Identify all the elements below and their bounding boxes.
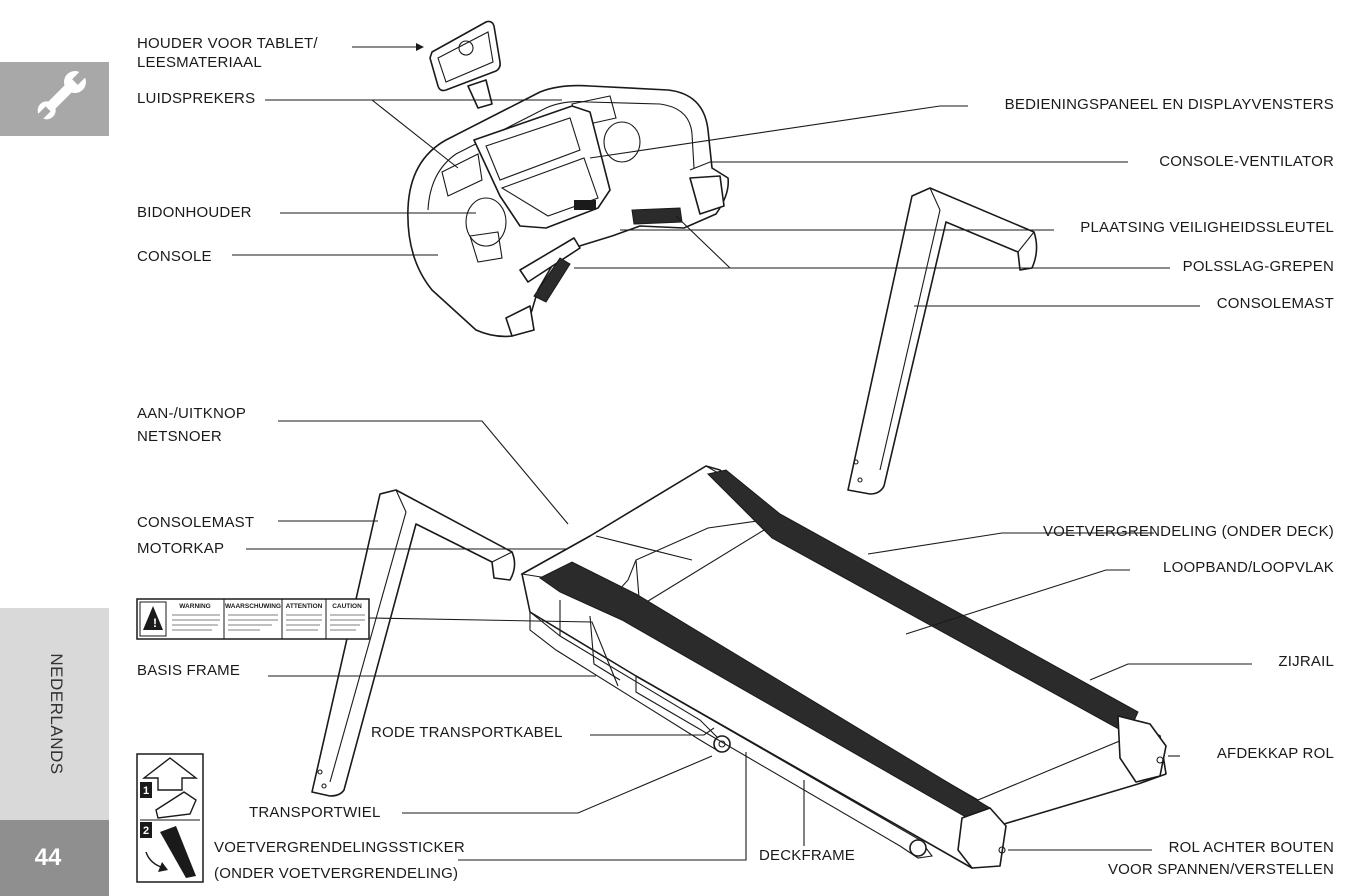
page-number-tab — [0, 820, 109, 896]
label-power-cord: NETSNOER — [137, 428, 222, 445]
label-rear-roller-line2: VOOR SPANNEN/VERSTELLEN — [1108, 861, 1334, 878]
label-side-rail: ZIJRAIL — [1278, 653, 1334, 670]
label-transport-wheel: TRANSPORTWIEL — [249, 804, 381, 821]
label-roller-cover: AFDEKKAP ROL — [1217, 745, 1334, 762]
section-tab — [0, 62, 109, 136]
label-red-transport-cable: RODE TRANSPORTKABEL — [371, 724, 563, 741]
label-safety-key: PLAATSING VEILIGHEIDSSLEUTEL — [1080, 219, 1334, 236]
label-power-switch: AAN-/UITKNOP — [137, 405, 246, 422]
label-pulse-grips: POLSSLAG-GREPEN — [1183, 258, 1334, 275]
language-tab — [0, 608, 109, 820]
label-foot-lock-sticker-line2: (ONDER VOETVERGRENDELING) — [214, 865, 458, 882]
right-console-mast — [847, 187, 1038, 495]
label-tablet-holder-line2: LEESMATERIAAL — [137, 54, 262, 71]
label-motor-hood: MOTORKAP — [137, 540, 224, 557]
arrow-up-icon — [141, 757, 199, 791]
label-console: CONSOLE — [137, 248, 212, 265]
foot-icon — [155, 791, 197, 819]
sticker-step: 1 — [143, 785, 149, 797]
label-foot-lock: VOETVERGRENDELING (ONDER DECK) — [1043, 523, 1334, 540]
label-running-belt: LOOPBAND/LOOPVLAK — [1163, 559, 1334, 576]
leader-lines — [232, 43, 1252, 861]
wrench-icon — [35, 69, 88, 122]
warning-label: ! WARNING WAARSCHUWING ATTENTION CAUTION — [136, 598, 370, 640]
left-console-mast — [311, 489, 516, 797]
label-rear-roller: ROL ACHTER BOUTEN — [1169, 839, 1334, 856]
warning-triangle-icon — [143, 606, 163, 630]
treadmill-base — [520, 465, 1167, 869]
label-tablet-holder: HOUDER VOOR TABLET/ — [137, 35, 318, 52]
label-speakers: LUIDSPREKERS — [137, 90, 255, 107]
label-deck-frame: DECKFRAME — [759, 847, 855, 864]
console-illustration — [407, 20, 730, 338]
label-console-mast-right: CONSOLEMAST — [1217, 295, 1334, 312]
labels: HOUDER VOOR TABLET/ LEESMATERIAAL LUIDSP… — [137, 35, 1334, 882]
label-control-panel: BEDIENINGSPANEEL EN DISPLAYVENSTERS — [1005, 96, 1334, 113]
page-number: 44 — [34, 844, 62, 871]
sticker-step: 2 — [143, 825, 149, 837]
label-console-mast-left: CONSOLEMAST — [137, 514, 254, 531]
label-bottle-holder: BIDONHOUDER — [137, 204, 252, 221]
warning-header: WARNING — [179, 603, 210, 610]
warning-header: WAARSCHUWING — [225, 603, 281, 610]
label-base-frame: BASIS FRAME — [137, 662, 240, 679]
foot-lock-sticker: 1 2 — [136, 753, 204, 883]
label-console-fan: CONSOLE-VENTILATOR — [1159, 153, 1334, 170]
warning-header: CAUTION — [332, 603, 362, 610]
label-foot-lock-sticker: VOETVERGRENDELINGSSTICKER — [214, 839, 465, 856]
warning-header: ATTENTION — [286, 603, 323, 610]
svg-text:!: ! — [153, 616, 157, 630]
